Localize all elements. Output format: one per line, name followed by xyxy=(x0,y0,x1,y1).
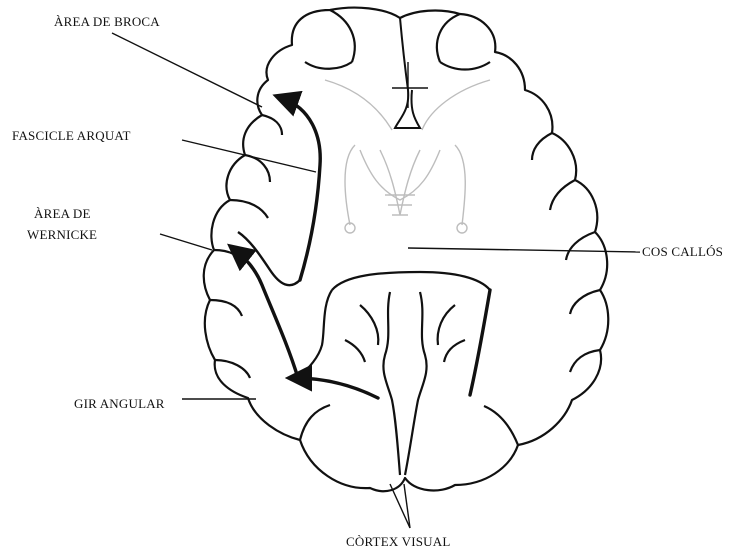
leader-fascicle xyxy=(182,140,316,172)
label-fascicle: FASCICLE ARQUAT xyxy=(12,125,131,146)
label-wernicke-line2: WERNICKE xyxy=(27,224,97,245)
visual-to-angular-arrow xyxy=(295,378,378,398)
occipital-sulci xyxy=(295,272,490,475)
arcuate-fasciculus-arrow xyxy=(282,98,320,280)
leader-lines xyxy=(112,33,640,528)
label-broca: ÀREA DE BROCA xyxy=(54,11,160,32)
longitudinal-fissure xyxy=(392,18,428,128)
label-wernicke-line1: ÀREA DE xyxy=(34,203,91,224)
leader-broca xyxy=(112,33,262,107)
label-cos-callos: COS CALLÓS xyxy=(642,241,723,262)
visual-loop-arrow xyxy=(470,290,490,395)
label-gir-angular: GIR ANGULAR xyxy=(74,393,165,414)
pathway-arrows xyxy=(235,98,490,398)
label-cortex-visual: CÒRTEX VISUAL xyxy=(346,531,451,552)
wernicke-to-broca-arrow xyxy=(235,250,298,378)
leader-wernicke xyxy=(160,234,212,250)
